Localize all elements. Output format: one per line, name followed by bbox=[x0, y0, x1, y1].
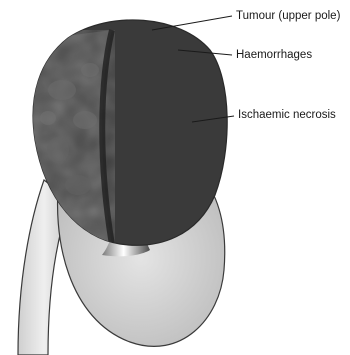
label-tumour-upper-pole: Tumour (upper pole) bbox=[236, 11, 340, 23]
leader-line-tumour bbox=[152, 16, 232, 30]
label-ischaemic-necrosis: Ischaemic necrosis bbox=[238, 110, 336, 122]
label-haemorrhages: Haemorrhages bbox=[236, 50, 312, 62]
